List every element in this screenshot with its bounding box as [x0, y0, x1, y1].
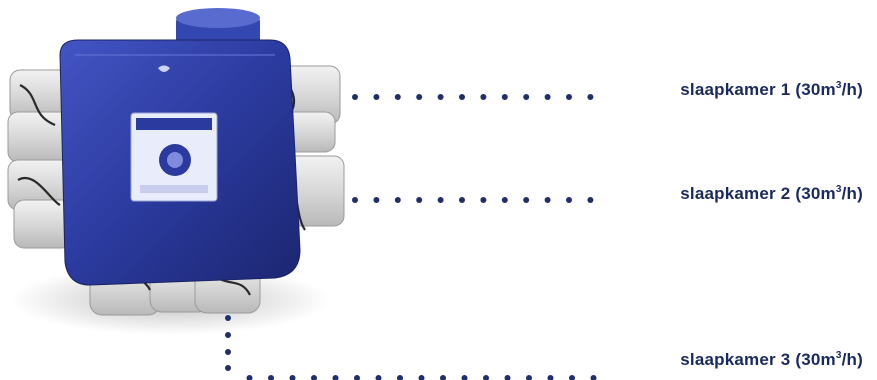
leader-dot-2: [373, 197, 379, 203]
room-label-slaapkamer-3: slaapkamer 3 (30m3/h): [680, 350, 863, 370]
leader-dot-3: [290, 375, 296, 380]
leader-dot-2: [395, 197, 401, 203]
leader-dot-1: [416, 94, 422, 100]
room-label-slaapkamer-2: slaapkamer 2 (30m3/h): [680, 184, 863, 204]
room-label-slaapkamer-1: slaapkamer 1 (30m3/h): [680, 80, 863, 100]
leader-dot-3: [376, 375, 382, 380]
leader-dot-2: [352, 197, 358, 203]
leader-dot-3: [225, 365, 231, 371]
leader-dot-3: [419, 375, 425, 380]
leader-dot-3: [354, 375, 360, 380]
leader-dot-3: [462, 375, 468, 380]
leader-dot-1: [438, 94, 444, 100]
leader-dot-2: [416, 197, 422, 203]
leader-dot-3: [483, 375, 489, 380]
leader-dot-3: [397, 375, 403, 380]
leader-dot-2: [480, 197, 486, 203]
leader-dot-2: [438, 197, 444, 203]
leader-dot-2: [566, 197, 572, 203]
ventilation-unit-icon: [8, 8, 344, 335]
leader-dot-3: [591, 375, 597, 380]
leader-dot-3: [247, 375, 253, 380]
leader-dot-1: [352, 94, 358, 100]
leader-dot-2: [502, 197, 508, 203]
leader-dot-3: [311, 375, 317, 380]
front-panel: [131, 113, 217, 201]
leader-dot-2: [545, 197, 551, 203]
leader-dot-3: [440, 375, 446, 380]
leader-dot-3: [548, 375, 554, 380]
leader-dot-2: [523, 197, 529, 203]
leader-dot-1: [566, 94, 572, 100]
leader-dot-1: [459, 94, 465, 100]
leader-dot-1: [373, 94, 379, 100]
leader-dot-2: [587, 197, 593, 203]
leader-dot-3: [268, 375, 274, 380]
leader-dot-3: [569, 375, 575, 380]
leader-dot-3: [225, 349, 231, 355]
leader-dot-3: [333, 375, 339, 380]
leader-dot-3: [526, 375, 532, 380]
leader-dot-3: [225, 332, 231, 338]
leader-dot-1: [545, 94, 551, 100]
leader-dot-1: [523, 94, 529, 100]
leader-dot-1: [587, 94, 593, 100]
leader-dot-3: [505, 375, 511, 380]
leader-dot-1: [395, 94, 401, 100]
leader-dot-1: [480, 94, 486, 100]
leader-dot-1: [502, 94, 508, 100]
leader-dot-3: [225, 315, 231, 321]
leader-dot-2: [459, 197, 465, 203]
